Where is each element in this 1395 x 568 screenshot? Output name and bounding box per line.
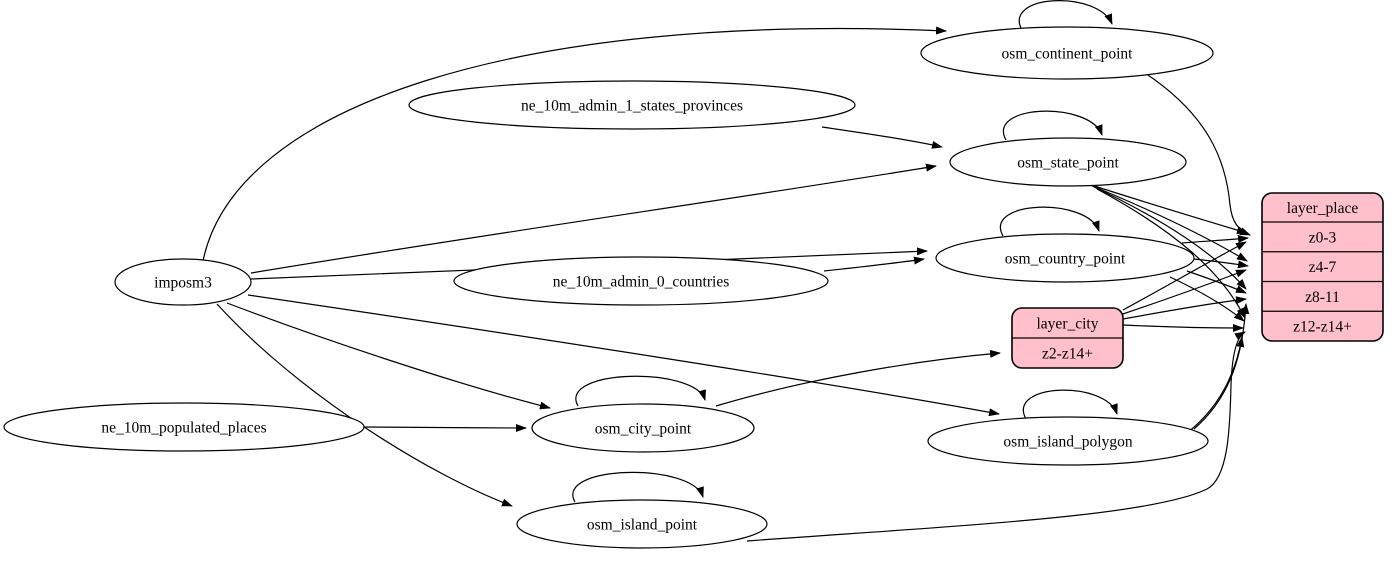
node-shape-osm_continent_point bbox=[920, 26, 1214, 80]
node-label-ne_10m_admin_0_countries: ne_10m_admin_0_countries bbox=[553, 274, 730, 291]
edge-osm_country_point-to-layer_place-z8-11 bbox=[1186, 270, 1247, 294]
node-label-osm_state_point: osm_state_point bbox=[1017, 155, 1119, 172]
edge-layer_city-to-layer_place-z0-3 bbox=[1122, 241, 1247, 311]
node-osm_city_point: osm_city_point bbox=[531, 403, 755, 453]
edge-osm_country_point-to-layer_place-z12-z14+ bbox=[1169, 276, 1245, 322]
node-shape-osm_country_point bbox=[935, 233, 1195, 283]
edge-imposm3-to-osm_island_polygon bbox=[247, 294, 1000, 417]
self-loop-osm_island_polygon bbox=[1022, 389, 1118, 420]
node-osm_island_polygon: osm_island_polygon bbox=[927, 416, 1209, 466]
edge-ne_10m_admin_0_countries-to-osm_country_point bbox=[823, 256, 925, 272]
node-imposm3: imposm3 bbox=[114, 258, 252, 306]
node-shape-osm_state_point bbox=[949, 137, 1187, 187]
node-shape-ne_10m_admin_0_countries bbox=[453, 256, 829, 306]
node-label-osm_island_point: osm_island_point bbox=[587, 517, 698, 534]
node-shape-imposm3 bbox=[114, 258, 252, 306]
node-shape-osm_island_point bbox=[516, 499, 768, 549]
record-header-layer_place: layer_place bbox=[1287, 200, 1359, 217]
node-ne_10m_admin_1_states_provinces: ne_10m_admin_1_states_provinces bbox=[408, 80, 856, 130]
record-node-layer_city: layer_city z2-z14+ bbox=[1011, 307, 1124, 369]
edge-layer_city-to-layer_place-z4-7 bbox=[1122, 269, 1247, 315]
node-osm_state_point: osm_state_point bbox=[949, 137, 1187, 187]
node-label-imposm3: imposm3 bbox=[154, 275, 212, 292]
node-label-osm_country_point: osm_country_point bbox=[1005, 251, 1126, 268]
edge-imposm3-to-osm_continent_point bbox=[202, 26, 947, 262]
node-ne_10m_populated_places: ne_10m_populated_places bbox=[3, 402, 365, 452]
node-label-osm_island_polygon: osm_island_polygon bbox=[1003, 434, 1132, 451]
edge-imposm3-to-osm_city_point bbox=[226, 302, 551, 410]
edge-osm_state_point-to-layer_place-z8-11 bbox=[1093, 186, 1247, 290]
node-shape-osm_city_point bbox=[531, 403, 755, 453]
edge-layer_city-to-layer_place-z8-11 bbox=[1122, 296, 1247, 320]
node-ne_10m_admin_0_countries: ne_10m_admin_0_countries bbox=[453, 256, 829, 306]
node-shape-ne_10m_admin_1_states_provinces bbox=[408, 80, 856, 130]
edge-osm_city_point-to-layer_city-z2-z14+ bbox=[715, 349, 1001, 407]
edge-osm_island_polygon-to-layer_place-z8-11 bbox=[1193, 303, 1250, 430]
record-box-layer_place bbox=[1261, 192, 1384, 342]
edge-imposm3-to-osm_state_point bbox=[250, 163, 937, 274]
edge-osm_country_point-to-layer_place-z0-3 bbox=[1181, 235, 1249, 244]
self-loop-osm_island_point bbox=[572, 471, 704, 503]
record-row-layer_place-z12-z14+: z12-z14+ bbox=[1293, 319, 1352, 336]
edge-osm_country_point-to-layer_place-z4-7 bbox=[1193, 258, 1249, 269]
node-shape-osm_island_polygon bbox=[927, 416, 1209, 466]
edge-ne_10m_admin_1_states_provinces-to-osm_state_point bbox=[821, 126, 943, 149]
edge-osm_state_point-to-layer_place-z4-7 bbox=[1089, 184, 1248, 262]
self-loop-osm_country_point bbox=[999, 206, 1100, 237]
edge-osm_island_polygon-to-layer_place-z12-z14+ bbox=[1186, 336, 1245, 434]
node-label-ne_10m_populated_places: ne_10m_populated_places bbox=[101, 420, 266, 437]
self-loop-osm_state_point bbox=[1002, 110, 1103, 141]
record-row-layer_place-z4-7: z4-7 bbox=[1309, 259, 1337, 276]
edge-osm_state_point-to-layer_place-z0-3 bbox=[1084, 182, 1248, 234]
edge-ne_10m_populated_places-to-osm_city_point bbox=[363, 423, 527, 432]
record-header-layer_city: layer_city bbox=[1037, 316, 1099, 333]
node-label-ne_10m_admin_1_states_provinces: ne_10m_admin_1_states_provinces bbox=[521, 98, 743, 115]
edge-osm_state_point-to-layer_place-z12-z14+ bbox=[1096, 188, 1246, 319]
node-shape-ne_10m_populated_places bbox=[3, 402, 365, 452]
edge-osm_island_point-to-layer_place-z12-z14+ bbox=[746, 331, 1246, 542]
record-row-layer_place-z8-11: z8-11 bbox=[1305, 289, 1340, 306]
node-label-osm_continent_point: osm_continent_point bbox=[1002, 46, 1134, 63]
record-row-layer_place-z0-3: z0-3 bbox=[1309, 229, 1337, 246]
self-loop-osm_city_point bbox=[575, 375, 706, 407]
self-loop-osm_continent_point bbox=[1018, 0, 1113, 31]
node-osm_island_point: osm_island_point bbox=[516, 499, 768, 549]
node-osm_country_point: osm_country_point bbox=[935, 233, 1195, 283]
nodes-layer: imposm3 ne_10m_admin_1_states_provincesne… bbox=[3, 26, 1384, 549]
node-osm_continent_point: osm_continent_point bbox=[920, 26, 1214, 80]
record-node-layer_place: layer_place z0-3 z4-7 z8-11 z12-z14+ bbox=[1261, 192, 1384, 342]
node-label-osm_city_point: osm_city_point bbox=[595, 421, 692, 438]
edges-layer bbox=[202, 0, 1251, 542]
record-row-layer_city-z2-z14+: z2-z14+ bbox=[1042, 346, 1093, 363]
edge-layer_city-to-layer_place-z12-z14+ bbox=[1122, 323, 1244, 332]
